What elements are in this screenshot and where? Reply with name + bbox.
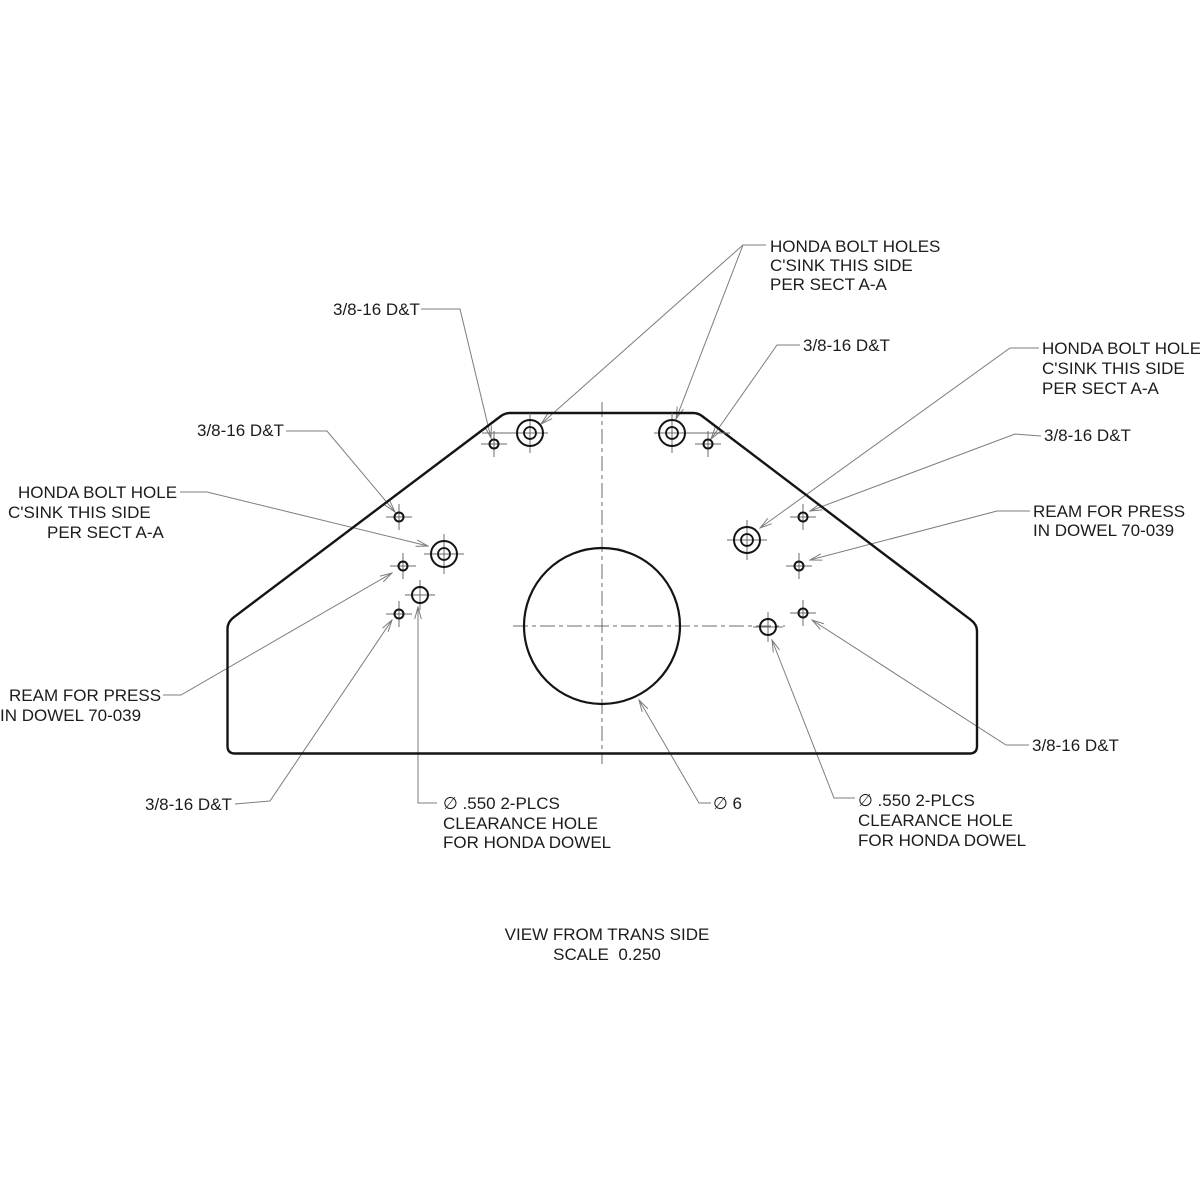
hole-circle bbox=[411, 586, 429, 604]
leader-c550-right bbox=[772, 640, 855, 799]
leader-lines bbox=[163, 244, 1042, 805]
leader-top-note-branch bbox=[676, 244, 744, 419]
leader-dt-bottom-right bbox=[812, 620, 1029, 746]
hole-circle bbox=[393, 608, 405, 620]
hole-cbore-top-right bbox=[654, 413, 730, 453]
hole-circle bbox=[393, 511, 405, 523]
centerlines bbox=[513, 402, 785, 764]
leader-note-left bbox=[180, 491, 428, 546]
leader-dt-top-left bbox=[421, 308, 491, 438]
hole-circle bbox=[759, 618, 777, 636]
plate-outline bbox=[226, 411, 979, 755]
center-bore-circle bbox=[522, 546, 682, 706]
hole-circle bbox=[430, 540, 458, 568]
hole-tap-3-8-16-top-left bbox=[481, 431, 507, 457]
hole-circle bbox=[702, 438, 714, 450]
hole-ream-dowel-right bbox=[786, 553, 812, 579]
leader-note-right bbox=[760, 347, 1039, 528]
hole-cbore-right bbox=[727, 520, 767, 560]
hole-tap-3-8-16-right-upper bbox=[790, 504, 816, 530]
leader-c550-left bbox=[418, 607, 437, 804]
hole-tap-3-8-16-right-lower bbox=[790, 600, 816, 626]
hole-circle bbox=[733, 526, 761, 554]
hole-cbore-top-left bbox=[482, 413, 548, 453]
hole-circle bbox=[658, 419, 686, 447]
hole-inner-circle bbox=[740, 533, 754, 547]
hole-tap-3-8-16-top-right bbox=[695, 431, 721, 457]
hole-circle bbox=[793, 560, 805, 572]
holes-group bbox=[386, 413, 816, 706]
hole-inner-circle bbox=[523, 426, 537, 440]
hole-circle bbox=[797, 607, 809, 619]
hole-clearance-550-right bbox=[753, 612, 783, 642]
leader-dia6 bbox=[639, 700, 711, 804]
hole-circle bbox=[397, 560, 409, 572]
hole-tap-3-8-16-left-lower bbox=[386, 601, 412, 627]
leader-dt-left-mid bbox=[286, 430, 395, 512]
plate-outline-group bbox=[226, 411, 979, 755]
leader-dt-top-right bbox=[711, 344, 800, 439]
hole-circle bbox=[488, 438, 500, 450]
hole-inner-circle bbox=[437, 547, 451, 561]
hole-clearance-550-left bbox=[405, 580, 435, 610]
hole-tap-3-8-16-left-upper bbox=[386, 504, 412, 530]
hole-ream-dowel-left bbox=[390, 553, 416, 579]
leader-ream-right bbox=[810, 510, 1030, 560]
leader-dt-right-mid bbox=[810, 433, 1042, 511]
leader-ream-left bbox=[163, 573, 392, 696]
hole-cbore-left bbox=[424, 534, 464, 574]
hole-inner-circle bbox=[665, 426, 679, 440]
hole-circle bbox=[797, 511, 809, 523]
leader-dt-bottom-left bbox=[234, 620, 392, 805]
hole-circle bbox=[516, 419, 544, 447]
